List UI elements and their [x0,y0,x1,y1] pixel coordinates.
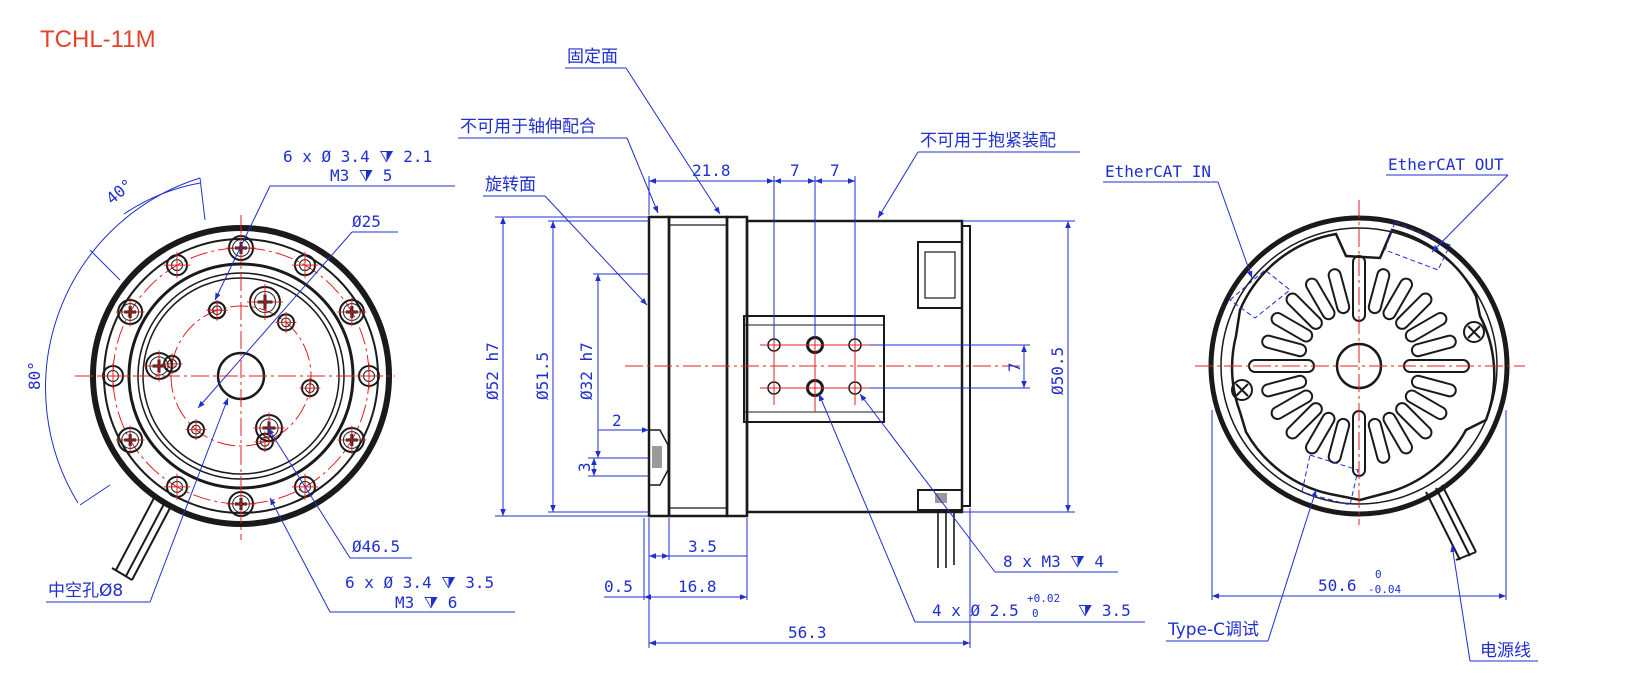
dim-0-5: 0.5 [604,577,633,596]
fixed-face-label: 固定面 [567,47,618,67]
dim-7-b: 7 [830,161,840,180]
vent-slot-10 [1270,389,1314,420]
outer-hole-1 [292,252,318,279]
vent-slot-17 [1327,268,1351,315]
tol-lower: -0.04 [1368,583,1401,596]
vent-slot-23 [1410,334,1457,358]
dim-3-5: 3.5 [688,537,717,556]
dim-50-6: 50.6 [1318,576,1357,595]
vent-slot-11 [1261,374,1308,398]
inner-screw-left [143,350,175,382]
rear-view: EtherCAT IN EtherCAT OUT 50.6 0 -0.04 Ty… [1103,155,1538,662]
dim-21-8: 21.8 [692,161,731,180]
vent-slot-5 [1367,417,1391,464]
outer-ring-screws [100,233,382,519]
side-view: 固定面 不可用于轴伸配合 旋转面 不可用于抱紧装配 21.8 7 7 Ø52 h… [458,47,1145,648]
vent-slot-13 [1261,334,1308,358]
outer-hole-3 [356,363,382,389]
front-hole-spec-bottom-1: 6 x Ø 3.4 ⧩ 3.5 [345,573,494,592]
pin-depth: ⧩ 3.5 [1078,601,1131,620]
no-shaft-fit-label: 不可用于轴伸配合 [460,117,596,137]
vent-slot-15 [1285,292,1323,330]
dia-50-5: Ø50.5 [1048,347,1067,395]
inner-hole-2 [299,377,321,399]
vent-slot-9 [1285,402,1323,440]
inner-hole-1 [275,311,297,333]
vent-slot-20 [1382,277,1413,321]
vent-slot-4 [1382,411,1413,455]
inner-hole-6 [206,299,228,321]
outer-hole-9 [100,363,126,389]
angle-80-label: 80° [25,361,44,390]
side-bracket [743,315,885,423]
ethercat-in-label: EtherCAT IN [1105,162,1211,181]
outer-screw-2 [337,297,367,327]
rear-screw-right [1463,321,1485,343]
vent-slot-19 [1367,268,1391,315]
m3-hole-spec: 8 x M3 ⧩ 4 [1003,552,1104,571]
pin-tol-lower: 0 [1032,607,1039,620]
rear-inner-cover [1230,228,1496,502]
dim-7-c: 7 [1005,362,1024,372]
vent-slot-16 [1305,277,1336,321]
angle-40-label: 40° [102,175,136,208]
dim-56-3: 56.3 [788,623,827,642]
vent-slot-3 [1395,402,1433,440]
outer-screw-8 [115,425,145,455]
vent-slot-14 [1270,312,1314,343]
ethercat-out-label: EtherCAT OUT [1388,155,1504,174]
dim-16-8: 16.8 [678,577,717,596]
front-cable [111,497,171,581]
no-clamp-fit-label: 不可用于抱紧装配 [920,131,1056,151]
outer-hole-11 [164,252,190,279]
dia-51-5: Ø51.5 [533,352,552,400]
dim-3: 3 [575,462,594,472]
inner-holes [161,299,321,453]
inner-hole-4 [185,419,207,441]
vent-slot-22 [1404,312,1448,343]
dia-25-label: Ø25 [352,212,381,231]
inner-hole-3 [254,431,276,453]
front-hole-spec-bottom-2: M3 ⧩ 6 [395,593,457,612]
front-view: 40° 80° 6 x Ø 3.4 ⧩ 2.1 M3 ⧩ 5 Ø25 Ø46.5… [25,147,515,613]
vent-slot-7 [1327,417,1351,464]
dia-32-h7: Ø32 h7 [577,342,596,400]
outer-screw-6 [226,489,256,519]
vent-slot-8 [1305,411,1336,455]
power-line-label: 电源线 [1480,641,1531,661]
dia-52-h7: Ø52 h7 [483,342,502,400]
outer-screw-10 [115,297,145,327]
tol-upper: 0 [1375,568,1382,581]
pin-tol-upper: +0.02 [1027,592,1060,605]
vent-slot-1 [1410,374,1457,398]
side-connector [917,241,963,309]
rotating-face-label: 旋转面 [485,175,536,195]
vent-slot-21 [1395,292,1433,330]
model-title: TCHL-11M [40,26,156,53]
typec-label: Type-C调试 [1167,620,1259,640]
front-hole-spec-top-2: M3 ⧩ 5 [330,166,392,185]
outer-hole-7 [164,473,190,500]
outer-screw-0 [226,233,256,263]
hollow-hole-label: 中空孔Ø8 [48,581,123,601]
outer-screw-4 [337,425,367,455]
inner-screw-top [247,284,283,320]
vent-slot-2 [1404,389,1448,420]
dim-7-a: 7 [790,161,800,180]
dim-2: 2 [612,411,622,430]
dia-46-5-label: Ø46.5 [352,537,400,556]
rear-screw-left [1231,379,1253,401]
pin-hole-spec: 4 x Ø 2.5 [932,601,1019,620]
front-hole-spec-top-1: 6 x Ø 3.4 ⧩ 2.1 [283,147,432,166]
